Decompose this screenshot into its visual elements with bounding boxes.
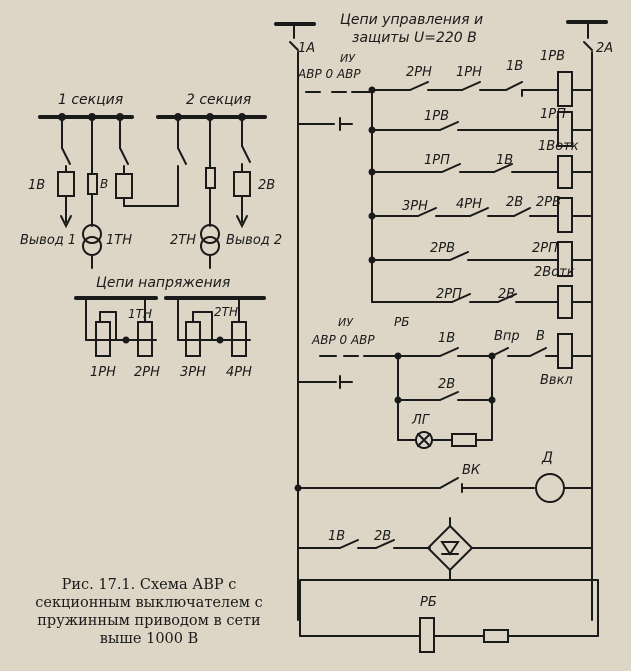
figure-caption: Рис. 17.1. Схема АВР с секционным выключ… xyxy=(35,577,263,647)
contact-1v-r3: 1В xyxy=(496,153,513,168)
lamp-lg-label: ЛГ xyxy=(411,413,431,428)
rung-3 xyxy=(368,155,593,189)
contact-2rn: 2РН xyxy=(406,65,432,80)
contact-1rn: 1РН xyxy=(456,65,482,80)
motor-circuit xyxy=(294,473,593,503)
coil-2v-otkl: 2Вотк xyxy=(534,265,575,280)
control-title-line-2: защиты U=220 В xyxy=(352,30,477,46)
iu2-label: ИУ xyxy=(338,316,354,329)
label-1tn: 1ТН xyxy=(106,233,132,248)
label-4rn: 4РН xyxy=(226,365,252,380)
contact-2v-bottom: 2В xyxy=(374,529,391,544)
contact-3rn: 3РН xyxy=(402,199,428,214)
contact-2v-r8: 2В xyxy=(438,377,455,392)
voltage-circuits xyxy=(74,296,266,357)
coil-1rv: 1РВ xyxy=(540,49,565,64)
contact-1v-bottom: 1В xyxy=(328,529,345,544)
rung-6 xyxy=(371,285,593,319)
avr-switch-1-label: АВР 0 АВР xyxy=(297,67,361,81)
feeder-1 xyxy=(57,116,75,229)
label-2rn: 2РН xyxy=(134,365,160,380)
rung-2 xyxy=(368,111,593,147)
rung-4 xyxy=(368,197,593,233)
contact-1v-r1: 1В xyxy=(506,59,523,74)
label-2tn: 2ТН xyxy=(170,233,196,248)
section-1-label: 1 секция xyxy=(58,92,123,108)
contact-2rv: 2РВ xyxy=(430,241,455,256)
sectional-breaker xyxy=(115,116,187,207)
section-2-label: 2 секция xyxy=(186,92,251,108)
fuse-1a-label: 1А xyxy=(298,41,315,56)
rung-5 xyxy=(368,241,593,277)
signal-lamp-lg xyxy=(397,431,493,449)
contact-1rv: 1РВ xyxy=(424,109,449,124)
label-1rn: 1РН xyxy=(90,365,116,380)
avr-switch-1 xyxy=(297,91,373,131)
transformer-1tn xyxy=(82,116,102,269)
coil-2rv: 2РВ xyxy=(536,195,561,210)
coil-v-vkl: Ввкл xyxy=(540,373,573,388)
label-vyvod-2: Вывод 2 xyxy=(226,233,282,248)
contact-v: В xyxy=(536,329,545,344)
avr-switch-2-label: АВР 0 АВР xyxy=(311,333,375,347)
label-2tn-v: 2ТН xyxy=(214,305,238,319)
busbars xyxy=(38,113,267,121)
label-1tn-v: 1ТН xyxy=(128,307,152,321)
contact-1rp: 1РП xyxy=(424,153,450,168)
rb-coil-circuit xyxy=(299,617,599,653)
power-rails xyxy=(274,20,608,621)
label-3rn: 3РН xyxy=(180,365,206,380)
contact-4rn: 4РН xyxy=(456,197,482,212)
avr-switch-2 xyxy=(297,352,402,441)
label-vyvod-1: Вывод 1 xyxy=(20,233,76,248)
coil-1rp: 1РП xyxy=(540,107,566,122)
coil-1v-otkl: 1Вотк xyxy=(538,139,579,154)
label-2v: 2В xyxy=(258,178,275,193)
contact-vpr: Впр xyxy=(494,329,520,344)
fuse-2a-label: 2А xyxy=(596,41,613,56)
voltage-circuits-title: Цепи напряжения xyxy=(96,275,230,291)
iu1-label: ИУ xyxy=(340,52,356,65)
contact-2rp: 2РП xyxy=(436,287,462,302)
coil-rb-bottom: РБ xyxy=(420,595,437,610)
label-v-fuse: В xyxy=(100,177,108,191)
transformer-2tn xyxy=(200,116,220,269)
contact-vk: ВК xyxy=(462,463,481,478)
control-title-line-1: Цепи управления и xyxy=(340,12,483,28)
coil-2rp: 2РП xyxy=(532,241,558,256)
contact-1v-r7: 1В xyxy=(438,331,455,346)
rectifier-circuit xyxy=(297,517,599,637)
motor-d: Д xyxy=(541,450,553,466)
rb-top-label: РБ xyxy=(394,315,409,329)
rung-8 xyxy=(394,391,496,404)
contact-2v-r6: 2В xyxy=(498,287,515,302)
contact-2v-r4: 2В xyxy=(506,195,523,210)
label-1v: 1В xyxy=(28,178,45,193)
feeder-2 xyxy=(233,116,251,229)
